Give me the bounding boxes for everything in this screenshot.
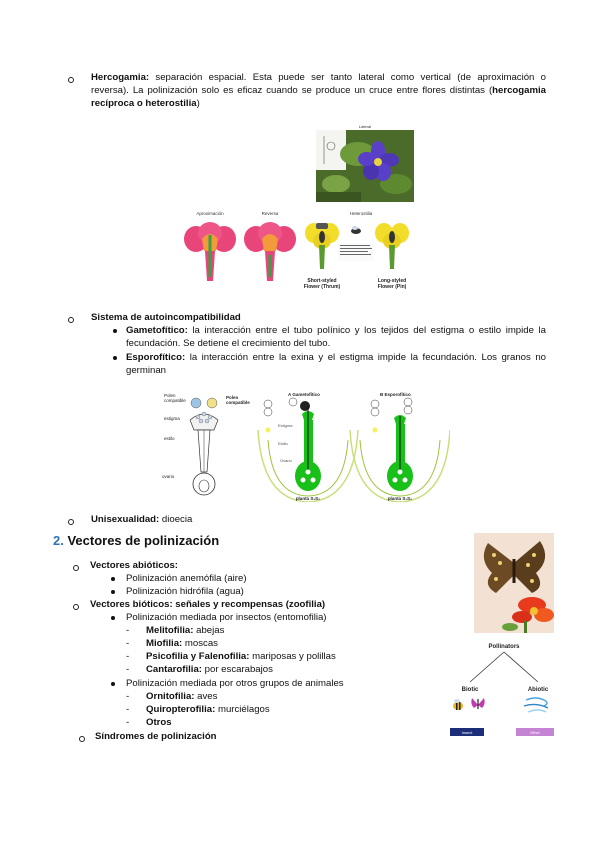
dash: -	[126, 704, 130, 715]
svg-text:Flower (Thrum): Flower (Thrum)	[304, 284, 341, 290]
svg-text:compatible: compatible	[164, 398, 186, 403]
lateral-label: Lateral	[359, 124, 371, 129]
pollinators-title: Pollinators	[488, 644, 520, 650]
abioticos-title: Vectores abióticos:	[90, 560, 178, 571]
dash: -	[126, 625, 130, 636]
bullet-circle	[68, 77, 74, 83]
insect-item: Cantarofilia: por escarabajos	[146, 664, 273, 675]
autoinc-title: Sistema de autoincompatibilidad	[91, 312, 241, 323]
svg-text:Polen: Polen	[164, 393, 176, 398]
animal-intro: Polinización mediada por otros grupos de…	[126, 678, 344, 689]
wind-icon	[523, 697, 549, 713]
svg-text:Insect: Insect	[462, 730, 474, 735]
dash: -	[126, 638, 130, 649]
bee-icon	[453, 699, 463, 710]
svg-text:Ovario: Ovario	[280, 458, 293, 463]
dash: -	[126, 651, 130, 662]
unisex-text: Unisexualidad: dioecia	[91, 514, 193, 525]
animal-item: Otros	[146, 717, 172, 728]
pink-flower-1	[184, 222, 236, 281]
lateral-flower-photo: Lateral	[316, 124, 414, 202]
panel-b-esporofitico: B Esporofítico planta S₁S₂	[349, 392, 451, 503]
insect-item: Miofilia: moscas	[146, 638, 218, 649]
dash: -	[126, 691, 130, 702]
gametofitico-text: Gametofítico: la interacción entre el tu…	[126, 325, 546, 349]
svg-text:Biotic: Biotic	[462, 687, 479, 693]
yellow-flower-long	[375, 223, 409, 269]
pistil-schematic: Polen compatible Polen compatible estigm…	[162, 393, 250, 496]
svg-text:Estilo: Estilo	[278, 441, 289, 446]
bullet-dot	[111, 616, 115, 620]
bullet-circle	[79, 736, 85, 742]
bioticos-title: Vectores bióticos: señales y recompensas…	[90, 599, 326, 610]
dash: -	[126, 717, 130, 728]
svg-text:ovario: ovario	[162, 474, 175, 479]
sindromes-text: Síndromes de polinización	[95, 731, 217, 742]
self-incompatibility-diagram: Polen compatible Polen compatible estigm…	[160, 390, 451, 503]
bullet-circle	[68, 317, 74, 323]
bullet-dot	[111, 682, 115, 686]
insect-item: Psicofilia y Falenofilia: mariposas y po…	[146, 651, 336, 662]
yellow-flower-short	[305, 223, 339, 269]
svg-text:A Gametofítico: A Gametofítico	[288, 392, 320, 397]
panel-a-gametofitico: A Gametofítico Estigma Estilo Ovario pla…	[257, 392, 359, 503]
abioticos-item: Polinización hidrófila (agua)	[126, 586, 244, 597]
svg-text:compatible: compatible	[226, 400, 250, 405]
bullet-dot	[113, 329, 117, 333]
esporofitico-text: Esporofítico: la interacción entre la ex…	[126, 352, 546, 376]
insect-intro: Polinización mediada por insectos (entom…	[126, 612, 327, 623]
svg-text:estigma: estigma	[164, 416, 180, 421]
svg-text:Long-styled: Long-styled	[378, 278, 406, 284]
svg-text:Other: Other	[530, 730, 541, 735]
animal-item: Ornitofilia: aves	[146, 691, 218, 702]
pink-flower-2	[244, 222, 296, 281]
flower-icon	[502, 597, 554, 633]
svg-text:Polen: Polen	[226, 395, 239, 400]
dash: -	[126, 664, 130, 675]
bee-icon	[351, 226, 361, 234]
hercogamia-term: Hercogamia:	[91, 72, 150, 83]
other-box	[516, 728, 554, 736]
svg-text:planta S₁S₂: planta S₁S₂	[296, 496, 320, 501]
svg-text:planta S₁S₂: planta S₁S₂	[388, 496, 412, 501]
pollinators-diagram: Pollinators Biotic Abiotic Insect Other	[444, 636, 562, 740]
butterfly-photo	[474, 533, 554, 633]
svg-text:Abiotic: Abiotic	[528, 687, 549, 693]
svg-text:estilo: estilo	[164, 436, 175, 441]
hercogamy-diagram: Aproximación Reversa Heterostilia	[178, 207, 423, 319]
butterfly-small-icon	[471, 698, 485, 709]
insect-box	[450, 728, 484, 736]
svg-text:Estigma: Estigma	[278, 423, 293, 428]
svg-text:Heterostilia: Heterostilia	[350, 211, 373, 216]
bullet-dot	[113, 356, 117, 360]
hercogamia-paragraph: Hercogamia: separación espacial. Esta pu…	[91, 72, 546, 109]
svg-text:B Esporofítico: B Esporofítico	[380, 392, 411, 397]
svg-text:Flower (Pin): Flower (Pin)	[378, 284, 407, 290]
section-heading: 2. Vectores de polinización	[53, 533, 220, 548]
bullet-circle	[73, 565, 79, 571]
bullet-circle	[73, 604, 79, 610]
bullet-dot	[111, 590, 115, 594]
svg-text:Short-styled: Short-styled	[307, 278, 336, 284]
bullet-dot	[111, 577, 115, 581]
svg-text:Reversa: Reversa	[262, 211, 279, 216]
abioticos-item: Polinización anemófila (aire)	[126, 573, 247, 584]
svg-text:Aproximación: Aproximación	[196, 211, 224, 216]
butterfly-icon	[483, 541, 546, 593]
insect-item: Melitofilia: abejas	[146, 625, 225, 636]
animal-item: Quiropterofilia: murciélagos	[146, 704, 270, 715]
bullet-circle	[68, 519, 74, 525]
